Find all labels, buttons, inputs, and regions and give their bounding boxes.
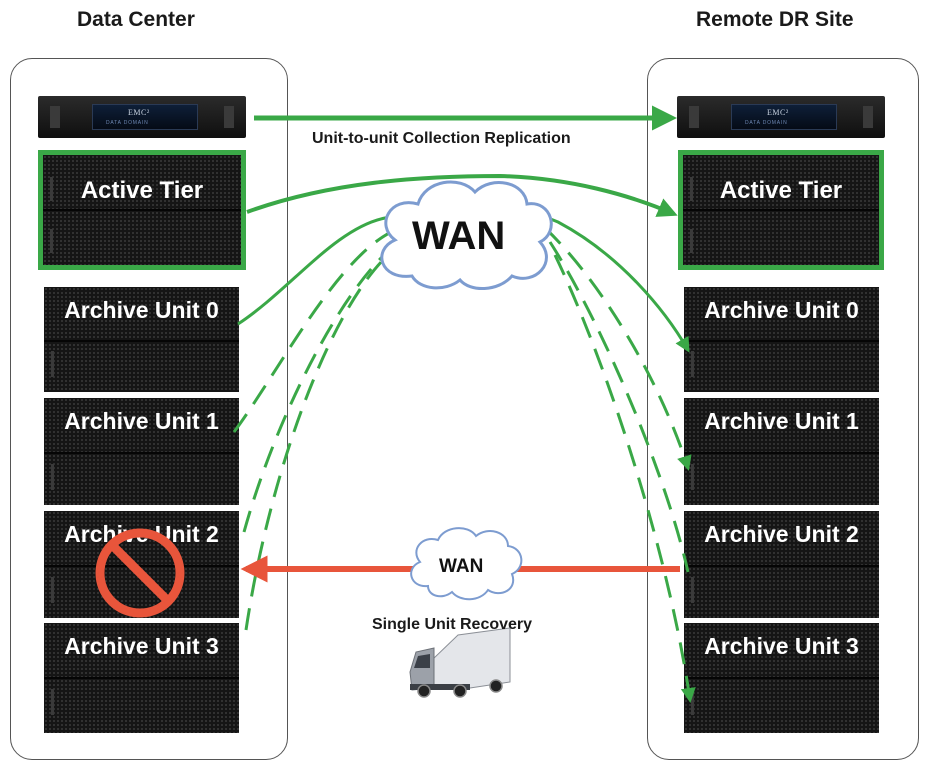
- data-center-active-tier: Active Tier: [38, 150, 246, 270]
- archive-unit-label: Archive Unit 1: [704, 408, 859, 434]
- truck-icon: [409, 627, 511, 698]
- archive-unit-1-outbound: [232, 226, 401, 433]
- data-center-archive-unit-2: Archive Unit 2: [44, 511, 239, 618]
- archive-unit-label: Archive Unit 2: [704, 521, 859, 547]
- small-wan-label: WAN: [439, 556, 484, 577]
- archive-unit-1-replication-arrow: [543, 226, 692, 471]
- active-tier-label: Active Tier: [80, 177, 204, 204]
- archive-unit-3-outbound: [244, 253, 390, 631]
- archive-unit-2-outbound: [242, 243, 396, 533]
- remote-archive-unit-1: Archive Unit 1: [684, 398, 879, 505]
- archive-unit-label: Archive Unit 3: [64, 633, 219, 659]
- controller-model: DATA DOMAIN: [745, 120, 788, 126]
- wan-label: WAN: [412, 214, 506, 258]
- remote-archive-unit-2: Archive Unit 2: [684, 511, 879, 618]
- archive-unit-2-replication-arrow: [548, 241, 690, 573]
- active-tier-label: Active Tier: [719, 177, 843, 204]
- data-center-archive-unit-0: Archive Unit 0: [44, 287, 239, 392]
- remote-dr-site-container: [647, 58, 919, 760]
- no-entry-icon: [95, 528, 185, 618]
- data-center-title: Data Center: [77, 8, 195, 31]
- archive-unit-label: Archive Unit 0: [704, 297, 859, 323]
- remote-archive-unit-3: Archive Unit 3: [684, 623, 879, 733]
- controller-model: DATA DOMAIN: [106, 120, 149, 126]
- data-center-container: [10, 58, 288, 760]
- archive-unit-label: Archive Unit 3: [704, 633, 859, 659]
- archive-unit-label: Archive Unit 0: [64, 297, 219, 323]
- wan-cloud-icon: [380, 180, 553, 291]
- archive-unit-label: Archive Unit 1: [64, 408, 219, 434]
- recovery-caption: Single Unit Recovery: [372, 616, 533, 633]
- remote-controller: EMC² DATA DOMAIN: [677, 96, 885, 138]
- data-center-archive-unit-3: Archive Unit 3: [44, 623, 239, 733]
- controller-brand: EMC²: [128, 108, 150, 117]
- archive-unit-3-replication-arrow: [553, 254, 696, 703]
- remote-dr-site-title: Remote DR Site: [696, 8, 854, 31]
- data-center-controller: EMC² DATA DOMAIN: [38, 96, 246, 138]
- controller-brand: EMC²: [767, 108, 789, 117]
- remote-active-tier: Active Tier: [678, 150, 884, 270]
- active-tier-replication-arrow: [246, 173, 678, 217]
- data-center-archive-unit-1: Archive Unit 1: [44, 398, 239, 505]
- remote-archive-unit-0: Archive Unit 0: [684, 287, 879, 392]
- replication-caption: Unit-to-unit Collection Replication: [312, 130, 571, 147]
- small-wan-cloud-icon: [410, 527, 523, 601]
